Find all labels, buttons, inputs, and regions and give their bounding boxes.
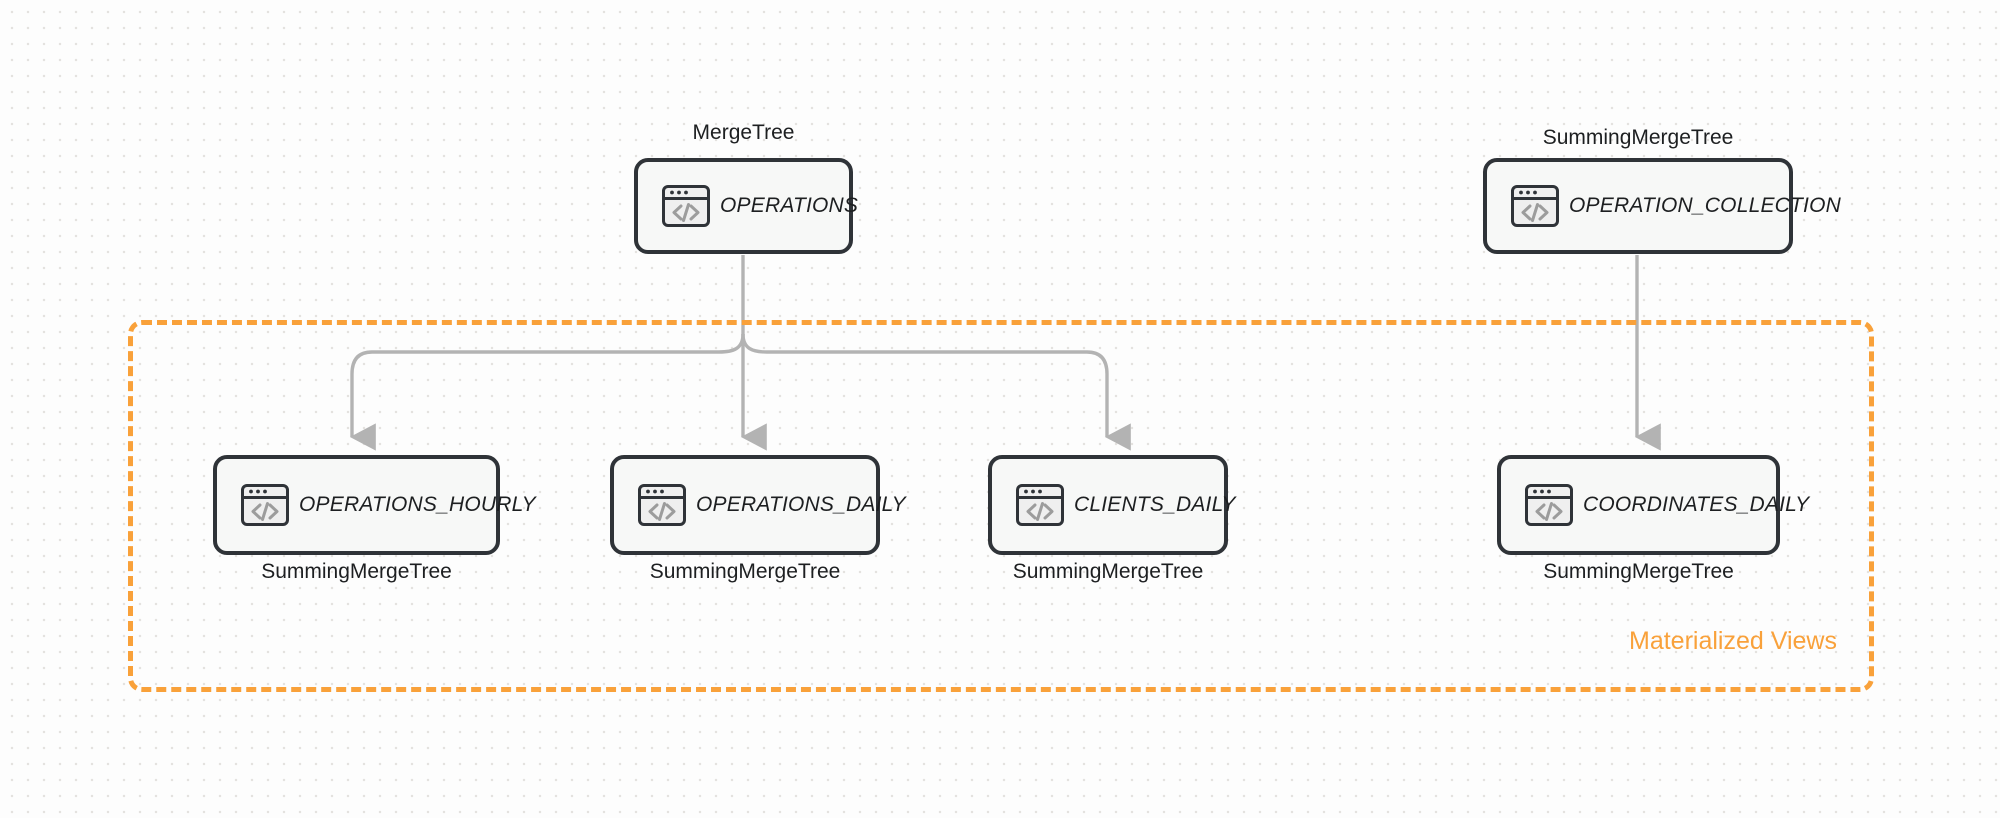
code-window-icon [239, 479, 291, 531]
node-operations[interactable]: OPERATIONS [634, 158, 858, 254]
node-coordinates-daily[interactable]: COORDINATES_DAILY [1497, 455, 1809, 555]
materialized-views-group-label: Materialized Views [1629, 627, 1837, 655]
node-label-operations-hourly: OPERATIONS_HOURLY [299, 493, 536, 516]
node-label-operations-daily: OPERATIONS_DAILY [696, 493, 906, 516]
node-label-operation-collection: OPERATION_COLLECTION [1569, 194, 1841, 217]
node-operations-hourly[interactable]: OPERATIONS_HOURLY [213, 455, 536, 555]
node-operations-daily[interactable]: OPERATIONS_DAILY [610, 455, 906, 555]
node-operation-collection[interactable]: OPERATION_COLLECTION [1483, 158, 1841, 254]
code-window-icon [1014, 479, 1066, 531]
engine-label-coordinates-daily: SummingMergeTree [1543, 560, 1734, 583]
code-window-icon [660, 180, 712, 232]
code-window-icon [636, 479, 688, 531]
engine-label-clients-daily: SummingMergeTree [1012, 560, 1204, 583]
node-label-operations: OPERATIONS [720, 194, 859, 217]
engine-label-operations-hourly: SummingMergeTree [261, 560, 452, 583]
engine-label-operations: MergeTree [692, 121, 795, 144]
code-window-icon [1509, 180, 1561, 232]
node-label-clients-daily: CLIENTS_DAILY [1074, 493, 1236, 516]
node-label-coordinates-daily: COORDINATES_DAILY [1583, 493, 1810, 516]
engine-label-operations-daily: SummingMergeTree [649, 560, 841, 583]
materialized-views-group[interactable] [128, 320, 1874, 692]
node-clients-daily[interactable]: CLIENTS_DAILY [988, 455, 1236, 555]
code-window-icon [1523, 479, 1575, 531]
engine-label-operation-collection: SummingMergeTree [1542, 126, 1734, 149]
